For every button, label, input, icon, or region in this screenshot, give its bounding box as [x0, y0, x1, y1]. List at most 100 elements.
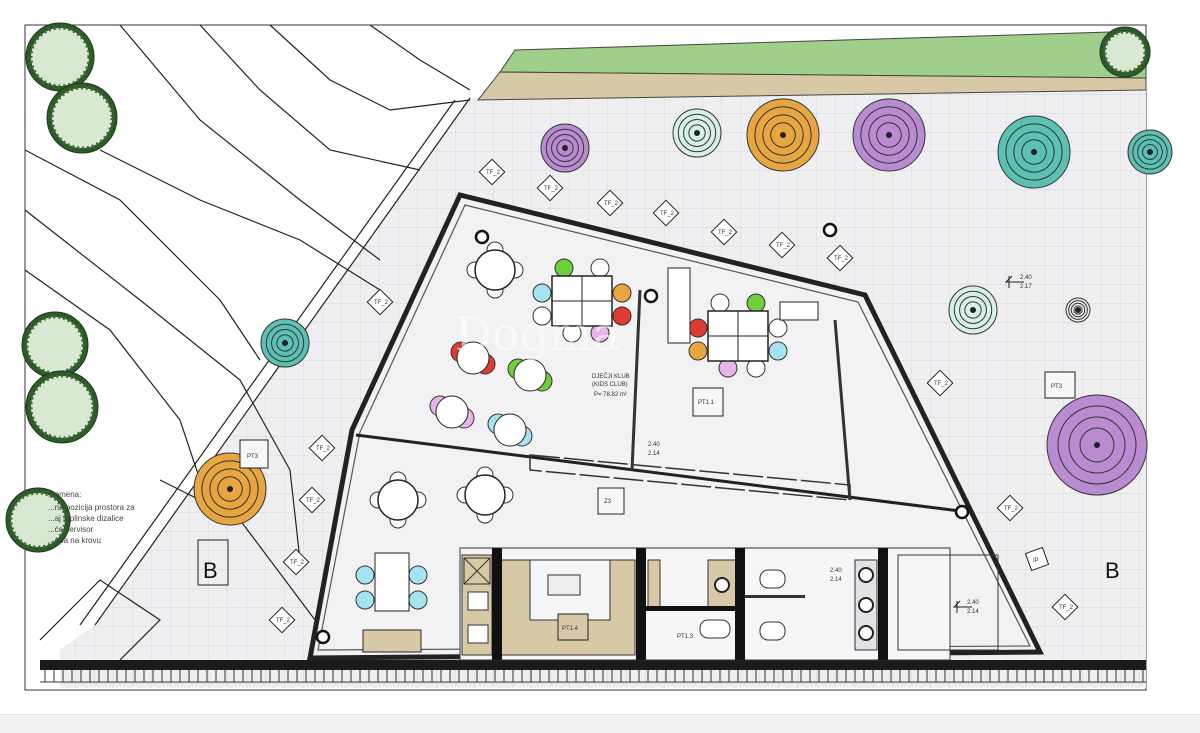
chair — [408, 590, 428, 610]
tree-teal — [1127, 129, 1173, 175]
tag-label: TF_2 — [486, 170, 501, 176]
svg-text:...će servisor: ...će servisor — [48, 525, 94, 534]
svg-text:2.40: 2.40 — [967, 600, 979, 606]
tree-tag: TF_2 — [308, 434, 336, 462]
tag-diamond — [478, 158, 506, 186]
tag-label: TF_2 — [834, 256, 849, 262]
equipment-box — [557, 613, 589, 641]
tree-small — [1065, 297, 1091, 323]
watermark: Dogma — [455, 307, 620, 361]
tag-diamond — [268, 606, 296, 634]
table — [374, 552, 410, 612]
column — [315, 629, 331, 645]
tree-tag: TF_2 — [768, 231, 796, 259]
svg-text:2.14: 2.14 — [967, 609, 979, 615]
chair — [612, 283, 632, 303]
svg-text:IP: IP — [1033, 558, 1039, 564]
tree-ring — [1073, 305, 1083, 315]
table — [464, 474, 506, 516]
chair — [355, 590, 375, 610]
shrub-texture — [9, 491, 67, 549]
svg-text:...opa na krovu: ...opa na krovu — [48, 536, 101, 545]
chair — [590, 258, 610, 278]
svg-text:...omena:: ...omena: — [48, 490, 81, 499]
column — [474, 229, 490, 245]
contour-line — [369, 24, 471, 91]
contour-line — [99, 149, 381, 291]
contour-line — [39, 579, 161, 661]
tree-tag: TF_2 — [282, 548, 310, 576]
chair — [612, 306, 632, 326]
tree-tag: TF_2 — [596, 189, 624, 217]
table — [513, 358, 547, 392]
column — [643, 288, 659, 304]
partition-wall — [355, 433, 969, 514]
tag-label: TF_2 — [934, 381, 949, 387]
shrub-texture — [52, 88, 112, 148]
tree-ring — [1013, 131, 1055, 173]
svg-text:2.14: 2.14 — [648, 451, 660, 457]
equipment-box — [597, 487, 625, 515]
shrub-texture — [1105, 32, 1145, 72]
tree-ring — [677, 113, 717, 153]
tag-label: TF_2 — [316, 446, 331, 452]
chair — [355, 565, 375, 585]
trees — [5, 22, 1173, 553]
tree-trunk — [780, 132, 786, 138]
tree-ring — [770, 122, 796, 148]
svg-text:...na pozicija prostora za: ...na pozicija prostora za — [48, 503, 135, 512]
tree-purple — [1046, 394, 1148, 496]
room-name: DJEČJI KLUB — [592, 373, 630, 380]
equipment-label: PT1.3 — [677, 634, 694, 640]
column — [822, 222, 838, 238]
tree-ring — [1132, 134, 1168, 170]
shrub-texture — [50, 86, 114, 150]
tag-label: TF_2 — [718, 230, 733, 236]
tree-ring — [276, 334, 294, 352]
tree-ring — [201, 460, 259, 518]
tree-ring — [959, 296, 987, 324]
equipment-box — [239, 439, 269, 469]
table-with-chairs — [532, 258, 632, 343]
svg-text:...aj toplinske dizalice: ...aj toplinske dizalice — [48, 514, 124, 523]
service-block — [459, 547, 999, 661]
tree-ring — [1079, 427, 1115, 463]
equipment-box — [1044, 371, 1076, 399]
round-table — [487, 413, 533, 447]
tree-teal — [997, 115, 1071, 189]
tag-diamond — [826, 244, 854, 272]
tree-trunk — [1031, 149, 1037, 155]
tree-ring — [868, 114, 910, 156]
contour-line — [24, 149, 261, 361]
room-name-en: (KIDS CLUB) — [592, 382, 628, 388]
tag-label: TF_2 — [776, 243, 791, 249]
tree-purple — [852, 98, 926, 172]
chair — [710, 293, 730, 313]
tree-trunk — [1094, 442, 1100, 448]
table — [435, 395, 469, 429]
shrub — [25, 22, 95, 92]
chair — [768, 341, 788, 361]
tag-diamond — [282, 548, 310, 576]
tree-ring — [953, 290, 993, 330]
chair — [746, 293, 766, 313]
chair — [532, 306, 552, 326]
tree-purple — [540, 123, 590, 173]
door-tag: IP — [1024, 546, 1050, 572]
counter — [667, 267, 691, 344]
bench — [362, 629, 422, 653]
tag-diamond — [1051, 593, 1079, 621]
tree-tag: TF_2 — [298, 486, 326, 514]
tree-ring — [1070, 302, 1086, 318]
table — [377, 479, 419, 521]
shrub-texture — [1103, 30, 1147, 74]
tag-diamond — [308, 434, 336, 462]
shrub — [1099, 26, 1151, 78]
tag-label: TF_2 — [374, 300, 389, 306]
glass-wall — [630, 289, 642, 471]
tag-label: TF_2 — [290, 560, 305, 566]
level-mark: 2.40 2.14 — [952, 600, 979, 615]
tree-trunk — [1147, 149, 1153, 155]
tree-ring — [217, 476, 243, 502]
tag-label: TF_2 — [276, 618, 291, 624]
